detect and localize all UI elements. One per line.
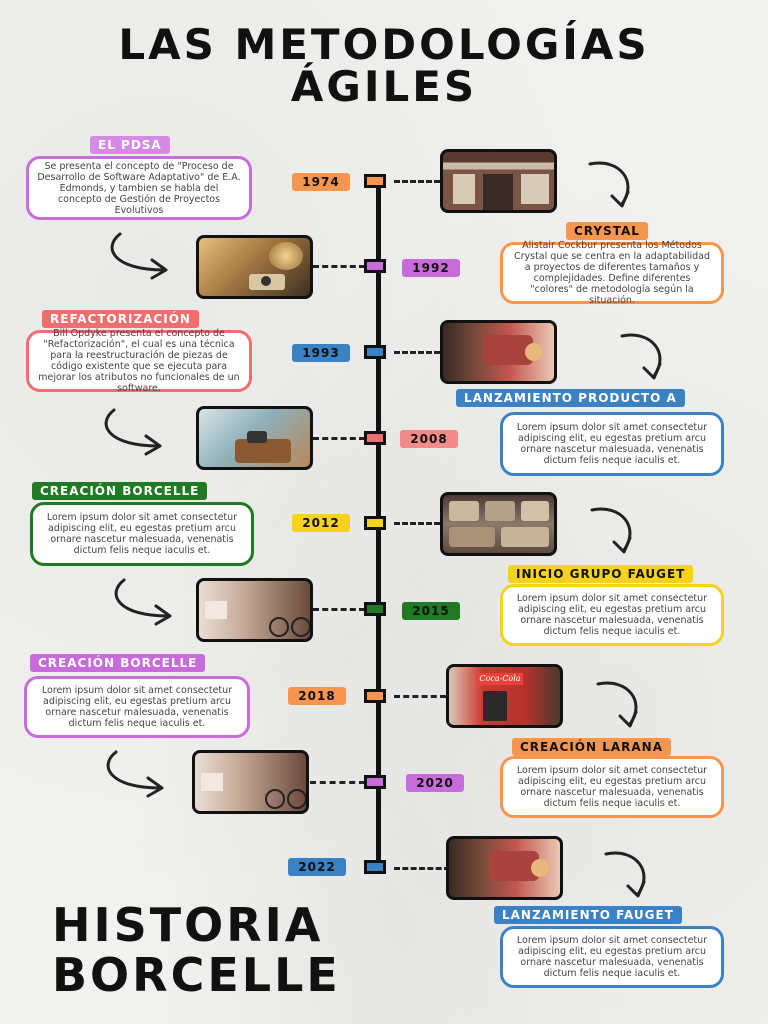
year-badge-1974: 1974 — [292, 173, 350, 191]
street-bicycle-photo — [192, 750, 309, 814]
timeline-node-1974 — [364, 174, 386, 188]
event-label-creacion-larana: CREACIÓN LARANA — [512, 738, 672, 756]
connector-2012 — [394, 522, 440, 525]
event-card-1993: Bill Opdyke presenta el concepto de "Ref… — [26, 328, 252, 394]
connector-2020 — [310, 781, 365, 784]
page-title-line1: LAS METODOLOGÍAS — [118, 20, 650, 69]
event-label-creacion-borcelle-2: CREACIÓN BORCELLE — [30, 654, 206, 672]
page-title-line2: ÁGILES — [290, 62, 478, 111]
radio-photo — [440, 320, 557, 384]
curved-arrow-icon — [104, 408, 162, 456]
curved-arrow-icon — [596, 681, 638, 728]
year-badge-2008: 2008 — [400, 430, 458, 448]
event-card-2020: Lorem ipsum dolor sit amet consectetur a… — [500, 756, 724, 818]
connector-2015 — [313, 608, 365, 611]
event-card-1992: Alistair Cockbur presenta los Métodos Cr… — [500, 240, 724, 306]
timeline-node-2018 — [364, 689, 386, 703]
footer-title: HISTORIA BORCELLE — [52, 900, 341, 1000]
event-card-2008: Lorem ipsum dolor sit amet consectetur a… — [500, 412, 724, 476]
event-label-refactorizacion: REFACTORIZACIÓN — [42, 310, 199, 328]
event-card-2012: Lorem ipsum dolor sit amet consectetur a… — [30, 502, 254, 566]
radios-shelf-photo — [440, 492, 557, 556]
storefront-photo — [440, 149, 557, 213]
year-badge-2018: 2018 — [288, 687, 346, 705]
year-badge-1992: 1992 — [402, 259, 460, 277]
timeline-node-2020 — [364, 775, 386, 789]
connector-2018 — [394, 695, 446, 698]
curved-arrow-icon — [114, 578, 172, 626]
event-card-2015: Lorem ipsum dolor sit amet consectetur a… — [500, 584, 724, 646]
year-badge-2022: 2022 — [288, 858, 346, 876]
event-label-crystal: CRYSTAL — [566, 222, 648, 240]
timeline-node-2012 — [364, 516, 386, 530]
connector-2008 — [313, 437, 365, 440]
coca-cola-logo: Coca-Cola — [477, 673, 523, 685]
year-badge-2015: 2015 — [402, 602, 460, 620]
event-label-lanzamiento-producto-a: LANZAMIENTO PRODUCTO A — [456, 389, 685, 407]
radio-photo — [446, 836, 563, 900]
footer-title-line1: HISTORIA — [52, 898, 324, 952]
curved-arrow-icon — [106, 750, 164, 798]
curved-arrow-icon — [604, 851, 646, 898]
street-bicycle-photo — [196, 578, 313, 642]
connector-2022 — [394, 867, 450, 870]
footer-title-line2: BORCELLE — [52, 948, 341, 1002]
event-label-pdsa: EL PDSA — [90, 136, 170, 154]
year-badge-2020: 2020 — [406, 774, 464, 792]
timeline-node-2022 — [364, 860, 386, 874]
connector-1993 — [394, 351, 440, 354]
timeline-node-1993 — [364, 345, 386, 359]
year-badge-2012: 2012 — [292, 514, 350, 532]
connector-1992 — [313, 265, 365, 268]
camera-plant-photo — [196, 235, 313, 299]
year-badge-1993: 1993 — [292, 344, 350, 362]
timeline-node-1992 — [364, 259, 386, 273]
bag-camera-photo — [196, 406, 313, 470]
event-label-creacion-borcelle: CREACIÓN BORCELLE — [32, 482, 208, 500]
coca-cola-machine-photo: Coca-Cola — [446, 664, 563, 728]
event-label-inicio-grupo-fauget: INICIO GRUPO FAUGET — [508, 565, 694, 583]
connector-1974 — [394, 180, 440, 183]
curved-arrow-icon — [110, 232, 168, 280]
curved-arrow-icon — [620, 333, 662, 380]
timeline-node-2008 — [364, 431, 386, 445]
curved-arrow-icon — [590, 507, 632, 554]
event-card-1974: Se presenta el concepto de "Proceso de D… — [26, 156, 252, 220]
curved-arrow-icon — [588, 161, 630, 208]
event-card-2022: Lorem ipsum dolor sit amet consectetur a… — [500, 926, 724, 988]
timeline-node-2015 — [364, 602, 386, 616]
event-card-2018: Lorem ipsum dolor sit amet consectetur a… — [24, 676, 250, 738]
event-label-lanzamiento-fauget: LANZAMIENTO FAUGET — [494, 906, 682, 924]
